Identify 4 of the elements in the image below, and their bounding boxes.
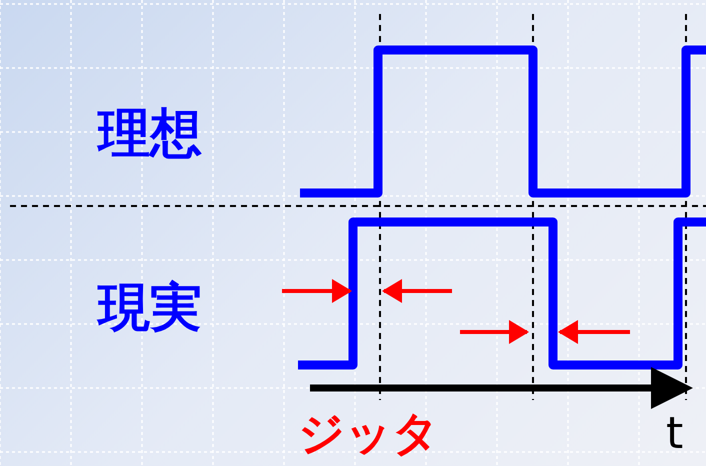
axis-label: t (666, 412, 684, 456)
jitter-label: ジッタ (298, 410, 439, 456)
row-label: 現実 (98, 282, 202, 334)
row-label: 理想 (98, 108, 202, 160)
